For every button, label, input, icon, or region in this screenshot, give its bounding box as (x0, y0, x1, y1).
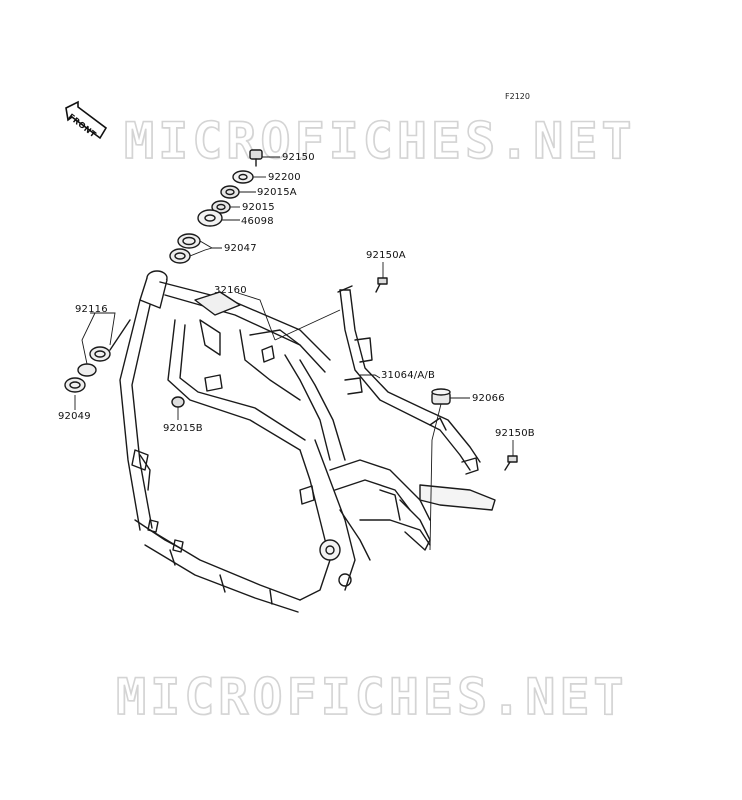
label-92049: 92049 (58, 411, 91, 422)
label-92047: 92047 (224, 243, 257, 254)
seal-92049-icon (64, 377, 86, 393)
label-92015: 92015 (242, 202, 275, 213)
label-92015A: 92015A (257, 187, 297, 198)
washer-46098-icon (197, 209, 223, 227)
washer-92200-icon (232, 170, 254, 184)
figure-code: F2120 (505, 92, 530, 101)
nut-92015A-icon (220, 185, 240, 199)
bearing-92047-upper-icon (177, 233, 201, 249)
label-92150A: 92150A (366, 250, 406, 261)
label-92015B: 92015B (163, 423, 203, 434)
bearing-92047-lower-icon (169, 248, 191, 264)
label-31064: 31064/A/B (381, 370, 436, 381)
bolt-92150-icon (249, 149, 263, 167)
label-92200: 92200 (268, 172, 301, 183)
watermark-top: MICROFICHES.NET (123, 111, 636, 171)
label-92150B: 92150B (495, 428, 535, 439)
label-92066: 92066 (472, 393, 505, 404)
seal-92116-icon (89, 346, 111, 362)
cap-92066-icon (431, 388, 451, 405)
label-46098: 46098 (241, 216, 274, 227)
bolt-92150B-icon (504, 455, 518, 471)
label-92116: 92116 (75, 304, 108, 315)
nut-92015B-icon (171, 396, 185, 408)
watermark-bottom: MICROFICHES.NET (115, 667, 628, 727)
front-arrow-icon (64, 100, 110, 142)
label-32160: 32160 (214, 285, 247, 296)
bolt-92150A-icon (375, 277, 388, 293)
label-92150: 92150 (282, 152, 315, 163)
